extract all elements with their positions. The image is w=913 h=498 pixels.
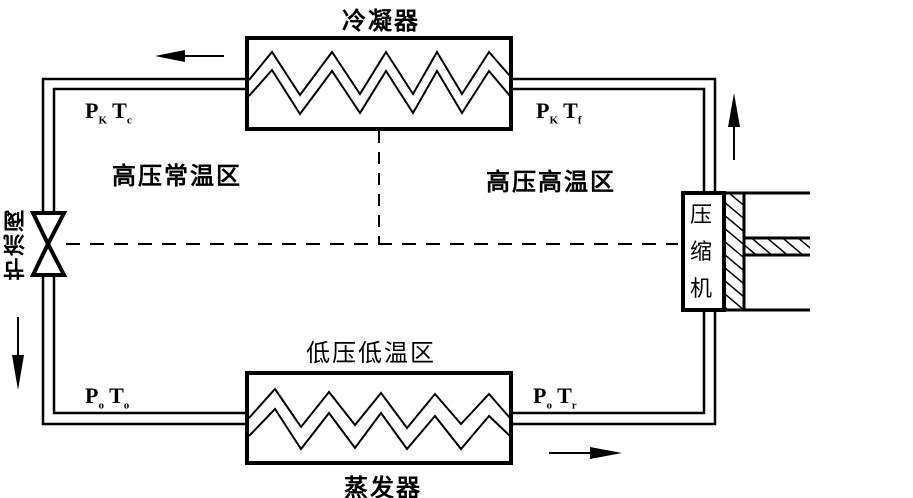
pressure-subscript: K bbox=[98, 114, 108, 127]
compressor-label-3: 机 bbox=[690, 277, 713, 302]
flow-arrow-down-icon bbox=[12, 317, 24, 390]
temperature-symbol: T bbox=[109, 383, 124, 408]
temperature-symbol: T bbox=[112, 98, 127, 123]
temperature-subscript: f bbox=[577, 114, 582, 127]
temperature-symbol: T bbox=[563, 98, 578, 123]
evaporator-box bbox=[245, 371, 513, 465]
temperature-symbol: T bbox=[557, 383, 572, 408]
zone-high-pressure-normal-temp: 高压常温区 bbox=[112, 161, 242, 190]
compressor-label-2: 缩 bbox=[690, 240, 713, 265]
state-label-evaporator-outlet: Po Tr bbox=[533, 383, 577, 411]
flow-arrow-left-icon bbox=[155, 50, 224, 62]
pressure-subscript: o bbox=[546, 399, 552, 412]
zone-low-pressure-low-temp: 低压低温区 bbox=[306, 339, 436, 367]
state-label-condenser-inlet: PK Tf bbox=[536, 98, 581, 126]
state-label-condenser-outlet: PK Tc bbox=[85, 98, 132, 126]
state-label-evaporator-inlet: Po To bbox=[85, 383, 129, 411]
compressor[interactable] bbox=[681, 191, 810, 312]
throttle-valve-icon[interactable] bbox=[29, 211, 68, 277]
pipe-top-left bbox=[41, 77, 246, 213]
pressure-symbol: P bbox=[85, 383, 99, 408]
pipe-bottom-right bbox=[511, 310, 717, 426]
throttle-valve-label: 节流阀 bbox=[3, 208, 29, 280]
evaporator-coil-lower bbox=[248, 407, 511, 451]
evaporator-label: 蒸发器 bbox=[344, 473, 422, 498]
pressure-symbol: P bbox=[85, 98, 99, 123]
pressure-subscript: o bbox=[98, 399, 104, 412]
condenser-label: 冷凝器 bbox=[342, 6, 420, 35]
pressure-subscript: K bbox=[549, 114, 559, 127]
condenser-coil-upper bbox=[248, 50, 511, 97]
temperature-subscript: o bbox=[123, 399, 130, 412]
compressor-label-1: 压 bbox=[690, 203, 713, 228]
evaporator-coil-upper bbox=[248, 387, 511, 430]
pipe-left-bottom bbox=[41, 277, 246, 426]
zone-high-pressure-high-temp: 高压高温区 bbox=[486, 167, 616, 196]
flow-arrow-up-icon bbox=[728, 93, 740, 160]
pressure-symbol: P bbox=[536, 98, 550, 123]
temperature-subscript: r bbox=[571, 399, 577, 412]
condenser-box bbox=[245, 36, 513, 131]
pipe-top-right bbox=[511, 77, 717, 192]
flow-arrow-right-icon bbox=[549, 447, 622, 459]
pressure-symbol: P bbox=[533, 383, 547, 408]
condenser-coil-lower bbox=[248, 68, 511, 116]
temperature-subscript: c bbox=[126, 114, 132, 127]
